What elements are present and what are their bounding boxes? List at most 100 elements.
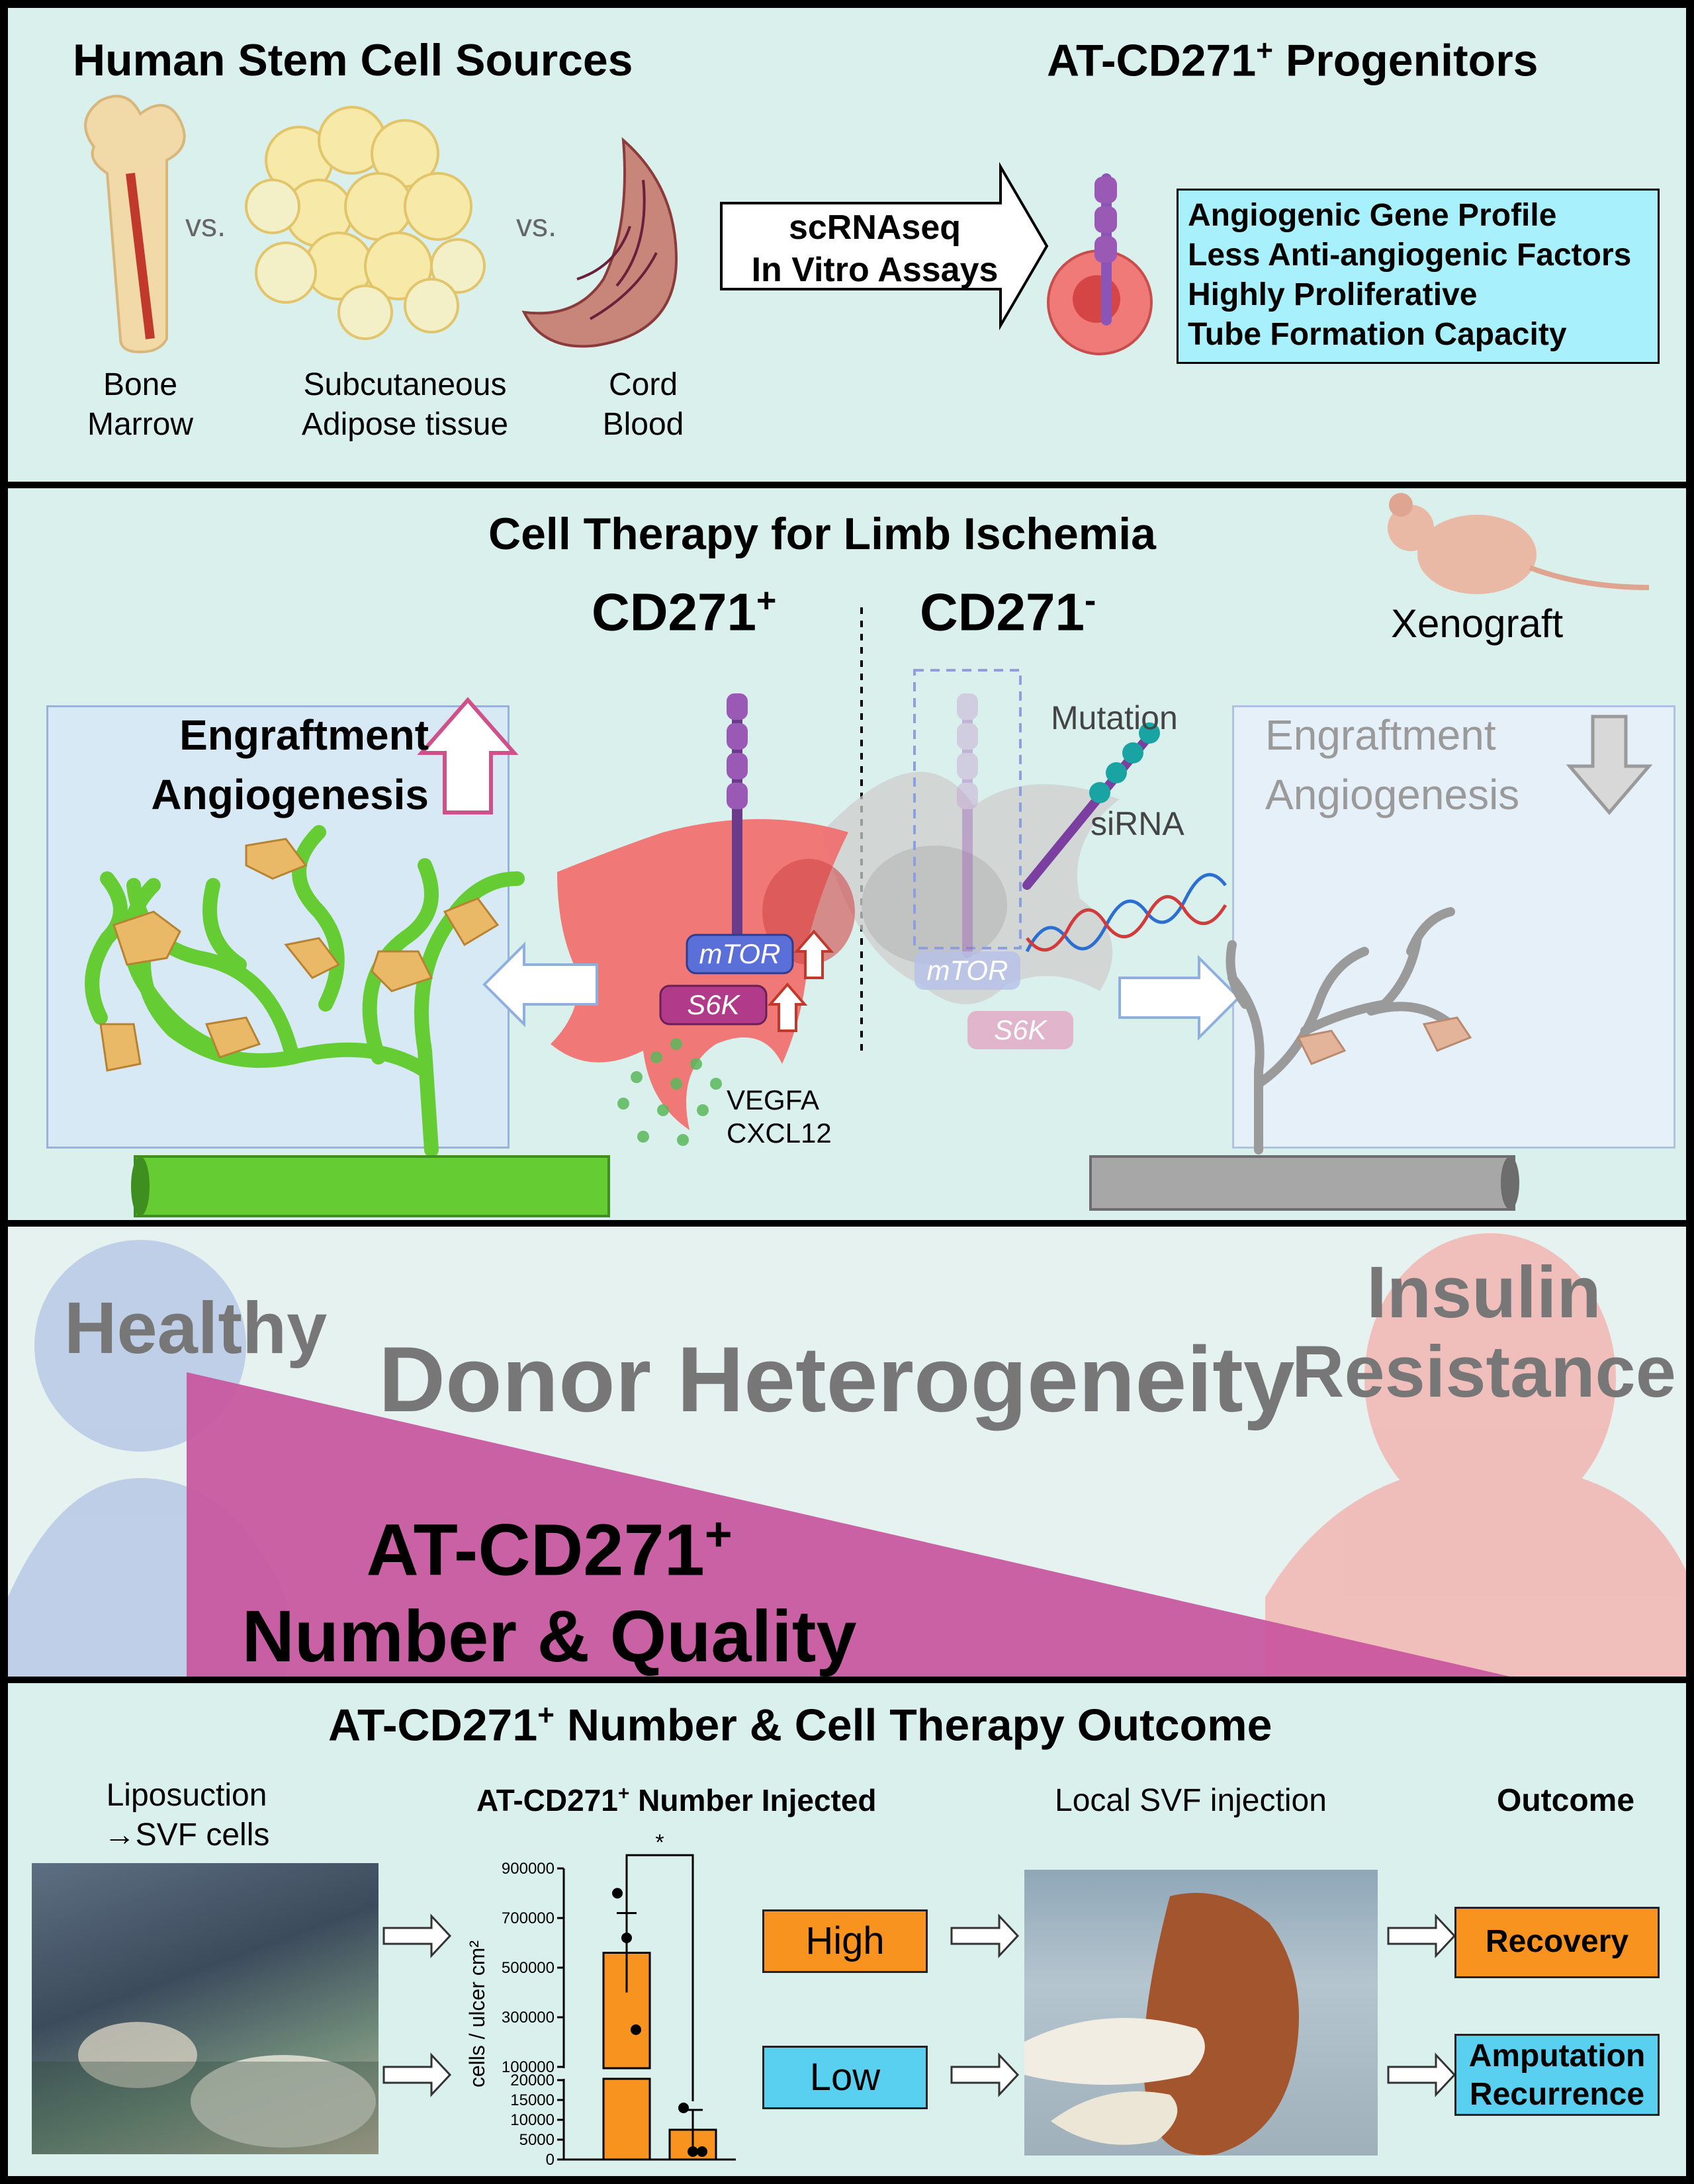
s6k-faded-box — [967, 1011, 1073, 1049]
mtor-up-arrow-icon — [793, 929, 834, 979]
decrease-arrow-icon — [1566, 715, 1653, 815]
healthy-label: Healthy — [64, 1288, 328, 1369]
panel-therapy-outcome: AT-CD271+ Number & Cell Therapy Outcome … — [8, 1683, 1686, 2176]
feature-item: Highly Proliferative — [1188, 277, 1478, 312]
bone-icon — [84, 95, 186, 354]
xenograft-label: Xenograft — [1391, 601, 1564, 646]
panel2-illustrations — [85, 493, 1653, 1217]
panel-stem-cell-sources: Human Stem Cell Sources AT-CD271+ Progen… — [8, 8, 1686, 482]
sirna-helix-icon — [1025, 873, 1227, 953]
s6k-box — [659, 984, 768, 1026]
progenitor-title: AT-CD271+ Progenitors — [1047, 34, 1538, 86]
assays-arrow-label: scRNAseq In Vitro Assays — [751, 208, 999, 289]
data-point — [631, 2024, 641, 2035]
injected-number-chart: 9000007000005000003000001000002000015000… — [465, 1830, 736, 2169]
y-tick-label: 0 — [546, 2151, 555, 2169]
y-tick-label: 500000 — [502, 1959, 555, 1977]
mtor-label: mTOR — [699, 938, 781, 969]
panel4-arrows — [382, 1913, 1456, 2097]
y-tick-label: 300000 — [502, 2009, 555, 2027]
arrow-icon — [382, 2052, 452, 2097]
arrow-icon — [1387, 1913, 1456, 1958]
arrow-icon — [950, 2052, 1020, 2097]
feature-item: Less Anti-angiogenic Factors — [1188, 238, 1632, 273]
arrow-icon — [1387, 2052, 1456, 2097]
liposuction-photo — [32, 1863, 379, 2154]
panel2-title: Cell Therapy for Limb Ischemia — [488, 509, 1156, 559]
insulin-resistant-person-icon — [1265, 1233, 1686, 1677]
y-tick-label: 900000 — [502, 1860, 555, 1878]
y-tick-label: 100000 — [502, 2058, 555, 2076]
significance-bracket — [625, 1854, 694, 2101]
secreted-factors-dots — [617, 1038, 722, 1146]
feature-item: Angiogenic Gene Profile — [1188, 198, 1557, 233]
mutation-label: Mutation — [1051, 699, 1178, 736]
y-tick-label: 15000 — [510, 2091, 555, 2109]
wedge-label: AT-CD271+ Number & Quality — [242, 1508, 857, 1677]
progenitor-features-box: Angiogenic Gene Profile Less Anti-angiog… — [1177, 189, 1660, 364]
significance-label: * — [655, 1830, 664, 1855]
engrafted-cells-positive — [99, 838, 500, 1072]
high-level-box: High — [762, 1909, 928, 1973]
increase-arrow-icon — [417, 697, 519, 814]
data-point — [688, 2146, 698, 2157]
engrafted-cells-negative — [1296, 1016, 1472, 1065]
y-tick-label: 10000 — [510, 2111, 555, 2129]
donor-quality-wedge — [187, 1372, 1510, 1677]
sirna-label: siRNA — [1091, 805, 1184, 842]
local-injection-label: Local SVF injection — [1055, 1783, 1327, 1818]
assays-arrow — [720, 161, 1049, 331]
green-vessel-network — [85, 825, 525, 1157]
s6k-up-arrow-icon — [767, 982, 808, 1032]
low-level-box: Low — [762, 2046, 928, 2109]
recovery-outcome-box: Recovery — [1454, 1907, 1660, 1978]
data-point — [678, 2103, 689, 2113]
mtor-faded-label: mTOR — [926, 955, 1008, 986]
data-point — [697, 2146, 707, 2157]
right-block-arrow-icon — [1118, 955, 1241, 1041]
gray-vessel-network — [1226, 907, 1455, 1155]
panel4-title: AT-CD271+ Number & Cell Therapy Outcome — [328, 1699, 1272, 1751]
cd271-negative-label: CD271- — [920, 582, 1096, 642]
cd271-knockdown-box — [913, 669, 1022, 949]
progenitor-cell-icon — [1047, 173, 1153, 355]
adipocytes-icon — [245, 106, 486, 340]
s6k-label: S6K — [687, 989, 740, 1020]
cd271-receptor-positive — [727, 693, 748, 958]
vs-label-2: vs. — [516, 208, 557, 243]
svf-injection-photo — [1024, 1870, 1378, 2156]
bar-high-lower — [602, 2077, 651, 2161]
s6k-faded-label: S6K — [994, 1014, 1047, 1045]
donor-heterogeneity-title: Donor Heterogeneity — [379, 1327, 1295, 1431]
data-point — [612, 1888, 623, 1899]
cd271-receptor-faded — [957, 693, 978, 958]
panel1-illustrations — [84, 95, 1153, 355]
umbilical-cord-icon — [521, 137, 678, 348]
green-vessel-trunk — [134, 1155, 610, 1217]
cd271-positive-label: CD271+ — [592, 582, 777, 642]
chart-title: AT-CD271+ Number Injected — [476, 1782, 877, 1817]
mouse-icon — [1388, 493, 1650, 594]
vs-label-1: vs. — [185, 208, 226, 243]
left-block-arrow-icon — [482, 941, 598, 1027]
panel-cell-therapy: Cell Therapy for Limb Ischemia CD271+ CD… — [8, 488, 1686, 1220]
arrow-icon — [382, 1913, 452, 1958]
panel3-illustrations — [8, 1233, 1686, 1677]
data-point — [621, 1933, 632, 1943]
panel1-title: Human Stem Cell Sources — [73, 35, 633, 85]
y-tick-label: 700000 — [502, 1909, 555, 1927]
mutation-chain-icon — [1022, 722, 1160, 890]
y-axis-label: cells / ulcer cm² — [465, 1941, 489, 2088]
y-tick-label: 5000 — [519, 2131, 555, 2149]
arrow-icon — [950, 1913, 1020, 1958]
feature-item: Tube Formation Capacity — [1188, 317, 1567, 352]
mtor-faded-box — [914, 951, 1020, 990]
